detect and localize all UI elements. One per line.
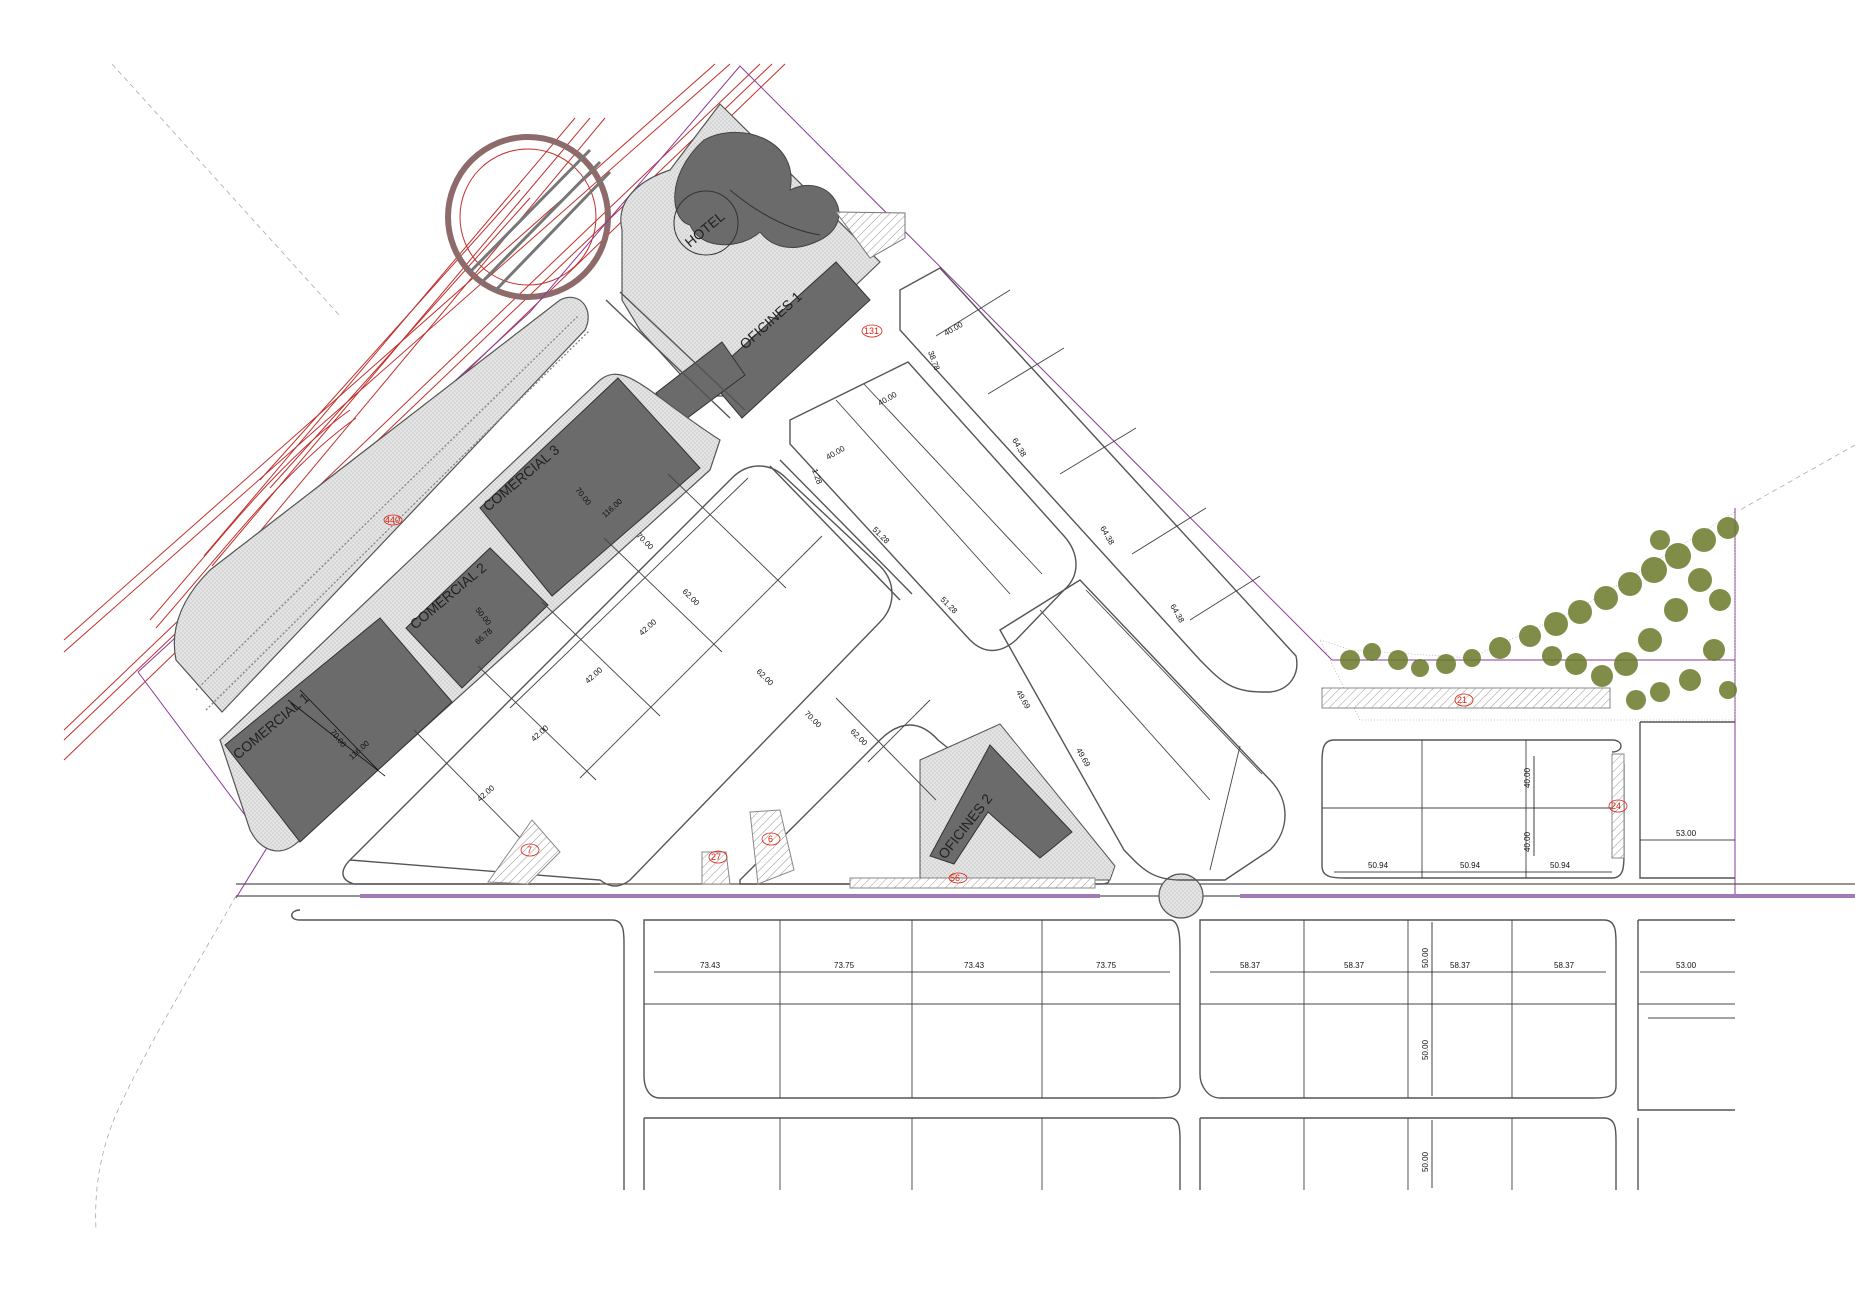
dim-70-a: 70.00 bbox=[635, 531, 656, 552]
dim-40-a: 40.00 bbox=[877, 390, 899, 408]
dim-42-c: 42.00 bbox=[583, 665, 604, 685]
dim-73-75-a: 73.75 bbox=[834, 961, 855, 970]
dim-1-28: 1.28 bbox=[810, 468, 824, 486]
dim-42-a: 42.00 bbox=[475, 783, 496, 803]
dim-50-94-a: 50.94 bbox=[1368, 861, 1389, 870]
dim-64-38-c: 64.38 bbox=[1168, 603, 1186, 625]
parking-7: 7 bbox=[527, 845, 532, 855]
dim-50-b: 50.00 bbox=[1421, 1039, 1430, 1060]
dim-58-37-d: 58.37 bbox=[1554, 961, 1575, 970]
dim-58-37-c: 58.37 bbox=[1450, 961, 1471, 970]
dim-70-b: 70.00 bbox=[803, 709, 824, 730]
dim-40-c: 40.00 bbox=[943, 320, 965, 338]
dim-73-43-a: 73.43 bbox=[700, 961, 721, 970]
parking-440: 440 bbox=[385, 515, 400, 525]
dim-62-a: 62.00 bbox=[681, 587, 702, 608]
dim-50-94-c: 50.94 bbox=[1550, 861, 1571, 870]
dim-49-69-a: 49.69 bbox=[1014, 689, 1032, 711]
dim-64-38-a: 64.38 bbox=[1010, 437, 1028, 459]
dim-73-43-b: 73.43 bbox=[964, 961, 985, 970]
dim-50-a: 50.00 bbox=[1421, 947, 1430, 968]
dim-62-c: 62.00 bbox=[849, 727, 870, 748]
dim-53-a: 53.00 bbox=[1676, 829, 1697, 838]
dim-62-b: 62.00 bbox=[755, 667, 776, 688]
dim-51-28-b: 51.28 bbox=[939, 595, 960, 616]
dim-40-e: 40.00 bbox=[1523, 831, 1532, 852]
dim-58-37-a: 58.37 bbox=[1240, 961, 1261, 970]
dim-64-38-b: 64.38 bbox=[1098, 525, 1116, 547]
parking-56: 56 bbox=[950, 873, 960, 883]
parking-24: 24 bbox=[1611, 801, 1621, 811]
railway-tracks bbox=[63, 63, 786, 761]
dim-40-b: 40.00 bbox=[825, 444, 847, 462]
east-plots: 21 24 40.00 40.00 50.94 50.94 50.94 53.0… bbox=[1321, 687, 1735, 879]
hotel-block: HOTEL OFICINES 1 131 bbox=[620, 103, 906, 426]
dim-42-d: 42.00 bbox=[637, 617, 658, 637]
dim-73-75-b: 73.75 bbox=[1096, 961, 1117, 970]
context-lines bbox=[95, 63, 1855, 1231]
roundabout bbox=[445, 134, 612, 300]
oficines2-block: 6 27 OFICINES 2 62.00 56 bbox=[701, 697, 1116, 889]
south-blocks: 73.43 73.75 73.43 73.75 58.37 58.37 58.3… bbox=[291, 909, 1735, 1190]
parking-6: 6 bbox=[768, 834, 773, 844]
dim-40-d: 40.00 bbox=[1523, 767, 1532, 788]
dim-50-94-b: 50.94 bbox=[1460, 861, 1481, 870]
dim-50-c: 50.00 bbox=[1421, 1151, 1430, 1172]
commercial-parking: 440 bbox=[173, 296, 591, 713]
green-area bbox=[1319, 511, 1739, 721]
parking-27: 27 bbox=[711, 852, 721, 862]
central-plots: 42.00 42.00 42.00 42.00 62.00 62.00 70.0… bbox=[342, 465, 893, 887]
dim-53-b: 53.00 bbox=[1676, 961, 1697, 970]
dim-58-37-b: 58.37 bbox=[1344, 961, 1365, 970]
parking-131: 131 bbox=[864, 326, 879, 336]
internal-roads bbox=[605, 291, 913, 601]
parking-21: 21 bbox=[1457, 695, 1467, 705]
